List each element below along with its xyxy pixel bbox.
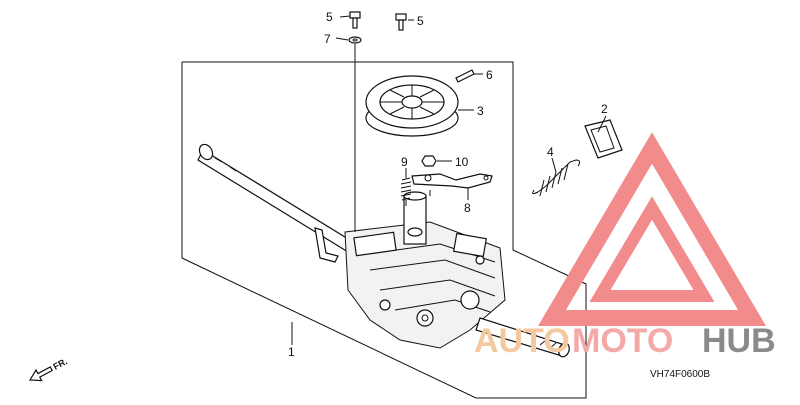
small-spring [400, 177, 412, 206]
callout-6: 6 [486, 68, 493, 82]
spring [532, 159, 581, 197]
callout-5-left: 5 [326, 10, 333, 24]
watermark-text-auto: AUTO [474, 322, 570, 360]
nut [421, 155, 437, 167]
watermark-outer-triangle [538, 132, 766, 326]
front-direction-label: FR. [51, 356, 68, 372]
washer [348, 36, 362, 44]
callout-2: 2 [601, 102, 608, 116]
pin [455, 69, 475, 83]
bolt-left [349, 11, 361, 29]
drawing-code: VH74F0600B [650, 369, 710, 380]
watermark-text-moto: MOTO [572, 322, 673, 360]
callout-1: 1 [288, 345, 295, 359]
leader-lines [291, 15, 607, 345]
watermark-inner-triangle [589, 196, 715, 302]
callout-10: 10 [455, 155, 469, 169]
watermark-logo [538, 132, 766, 326]
pulley [365, 75, 459, 137]
callout-9: 9 [401, 155, 408, 169]
watermark-text-hub: HUB [702, 322, 776, 360]
callout-7: 7 [324, 32, 331, 46]
shaft [197, 143, 359, 263]
transmission-housing [344, 191, 570, 358]
bracket [411, 173, 493, 189]
callout-3: 3 [477, 104, 484, 118]
watermark-text: AUTO MOTO HUB [474, 322, 776, 360]
front-direction-arrow: FR. [28, 356, 69, 382]
bolt-right [395, 13, 407, 31]
assembly-frame [181, 61, 587, 399]
callout-5-right: 5 [417, 14, 424, 28]
callout-8: 8 [464, 201, 471, 215]
cover-plate [584, 119, 623, 159]
callout-4: 4 [547, 145, 554, 159]
